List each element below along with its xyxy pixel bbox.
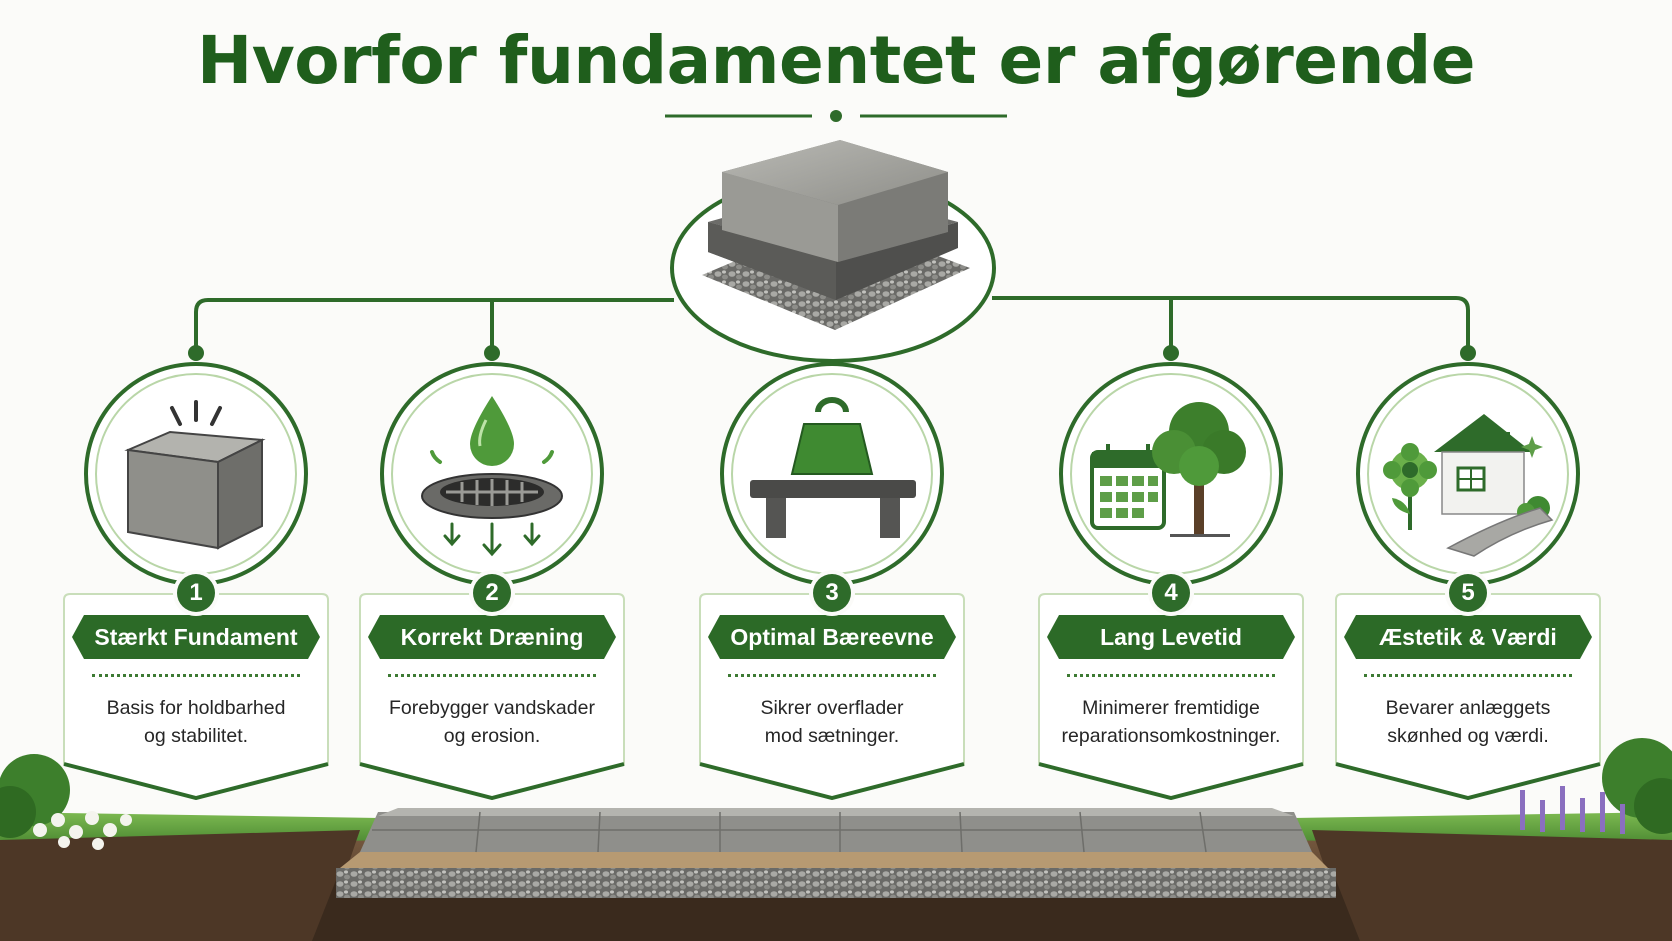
dotted-divider	[388, 674, 596, 677]
step-number-badge-4: 4	[1152, 574, 1190, 612]
dotted-divider	[1067, 674, 1275, 677]
step-title: Lang Levetid	[1100, 624, 1242, 650]
step-title: Optimal Bæreevne	[730, 624, 934, 650]
ground-scene	[0, 738, 1672, 941]
house-garden-icon	[1383, 414, 1554, 557]
concrete-foundation-slab-icon	[670, 140, 996, 363]
title-divider	[665, 110, 1007, 122]
dotted-divider	[92, 674, 300, 677]
dotted-divider	[1364, 674, 1572, 677]
step-title: Æstetik & Værdi	[1379, 624, 1557, 650]
connector-lines	[194, 296, 1470, 352]
calendar-tree-icon	[1090, 402, 1246, 537]
step-title: Korrekt Dræning	[400, 624, 584, 650]
weight-on-bench-icon	[750, 397, 916, 538]
step-number-badge-2: 2	[473, 574, 511, 612]
step-number-badge-3: 3	[813, 574, 851, 612]
step-title: Stærkt Fundament	[94, 624, 298, 650]
drain-water-drop-icon	[421, 396, 563, 557]
dotted-divider	[728, 674, 936, 677]
step-number-badge-1: 1	[177, 574, 215, 612]
concrete-block-icon	[124, 400, 266, 550]
card-frame	[1335, 593, 1601, 800]
connector-dots	[188, 345, 1476, 361]
page-title: Hvorfor fundamentet er afgørende	[197, 22, 1476, 99]
card-frame	[359, 593, 625, 800]
card-frame	[699, 593, 965, 800]
card-frame	[63, 593, 329, 800]
card-frame	[1038, 593, 1304, 800]
step-number-badge-5: 5	[1449, 574, 1487, 612]
